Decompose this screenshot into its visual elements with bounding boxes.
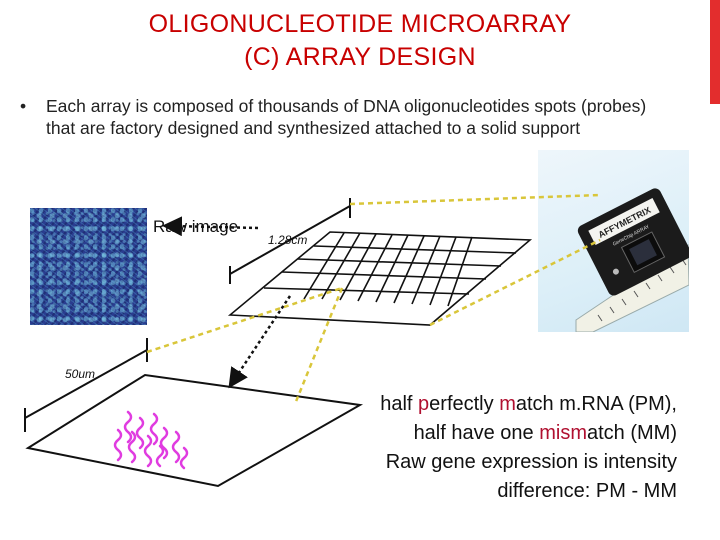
caption-text: half (380, 393, 419, 415)
probe-strand (155, 444, 165, 468)
probe-spot-square (25, 373, 364, 488)
probe-strand (149, 412, 159, 446)
slide-title: OLIGONUCLEOTIDE MICROARRAY (C) ARRAY DES… (0, 8, 720, 74)
grid-col-line (357, 234, 393, 302)
grid-col-line (303, 232, 345, 300)
grid-col-line (447, 236, 473, 307)
pm-mm-caption: half perfectly match m.RNA (PM), half ha… (380, 390, 677, 506)
grid-col-line (375, 234, 409, 303)
pointer-line-chip-top (349, 193, 601, 206)
pointer-line-spot-left (146, 286, 343, 354)
caption-text: erfectly (429, 393, 500, 415)
dna-probes (113, 410, 189, 470)
probe-strand (113, 428, 123, 462)
accent-bar (710, 0, 720, 104)
caption-text: atch (MM) (587, 422, 677, 444)
grid-row-line (297, 258, 502, 267)
caption-line-4: difference: PM - MM (497, 480, 677, 502)
pointer-line-spot-right (293, 287, 344, 405)
genechip-illustration: AFFYMETRIX GeneChip ARRAY (575, 188, 689, 332)
probe-strand (135, 416, 145, 450)
bullet-point: • Each array is composed of thousands of… (20, 95, 680, 139)
array-size-label: 1.28cm (268, 233, 308, 247)
probe-spot-outline (25, 373, 364, 488)
black-dotted-arrows (162, 216, 292, 389)
caption-text: atch m.RNA (PM), (515, 393, 677, 415)
grid-col-line (429, 236, 457, 306)
arrow-to-raw-image (162, 216, 259, 237)
grid-row-line (263, 287, 470, 295)
probe-strand (179, 446, 189, 470)
bullet-symbol: • (20, 96, 27, 116)
caption-line-1: half perfectly match m.RNA (PM), (380, 390, 677, 419)
caption-highlight: m (499, 393, 516, 415)
raw-image-scan (30, 208, 147, 325)
arrow-to-probe-spot (228, 295, 292, 389)
probe-strand (123, 410, 133, 444)
yellow-pointer-lines (146, 193, 601, 405)
grid-col-line (393, 235, 425, 304)
title-line-2: (C) ARRAY DESIGN (244, 43, 476, 71)
grid-col-line (339, 233, 377, 301)
caption-line-2: half have one mismatch (MM) (380, 419, 677, 448)
probe-strand (171, 430, 181, 464)
probe-strand (159, 426, 169, 460)
caption-text: half have one (413, 422, 540, 444)
bullet-text: Each array is composed of thousands of D… (46, 96, 647, 138)
probe-strand (143, 434, 153, 468)
array-dimension-bracket (229, 198, 351, 284)
grid-row-line (313, 245, 517, 254)
probe-strand (127, 430, 137, 464)
caption-highlight: mis (539, 422, 571, 444)
array-grid (227, 231, 533, 326)
genechip-photo: AFFYMETRIX GeneChip ARRAY (538, 150, 689, 332)
grid-col-line (411, 235, 441, 305)
spot-size-label: 50um (65, 367, 96, 381)
caption-line-3: Raw gene expression is intensity (385, 451, 677, 473)
spot-dimension-bracket (24, 338, 148, 432)
grid-row-line (281, 271, 487, 280)
title-line-1: OLIGONUCLEOTIDE MICROARRAY (148, 10, 572, 38)
caption-highlight: p (418, 393, 430, 415)
caption-highlight: m (570, 422, 587, 444)
pointer-line-chip-bottom (429, 238, 601, 327)
grid-col-line (321, 232, 361, 300)
array-grid-outline (227, 231, 533, 326)
